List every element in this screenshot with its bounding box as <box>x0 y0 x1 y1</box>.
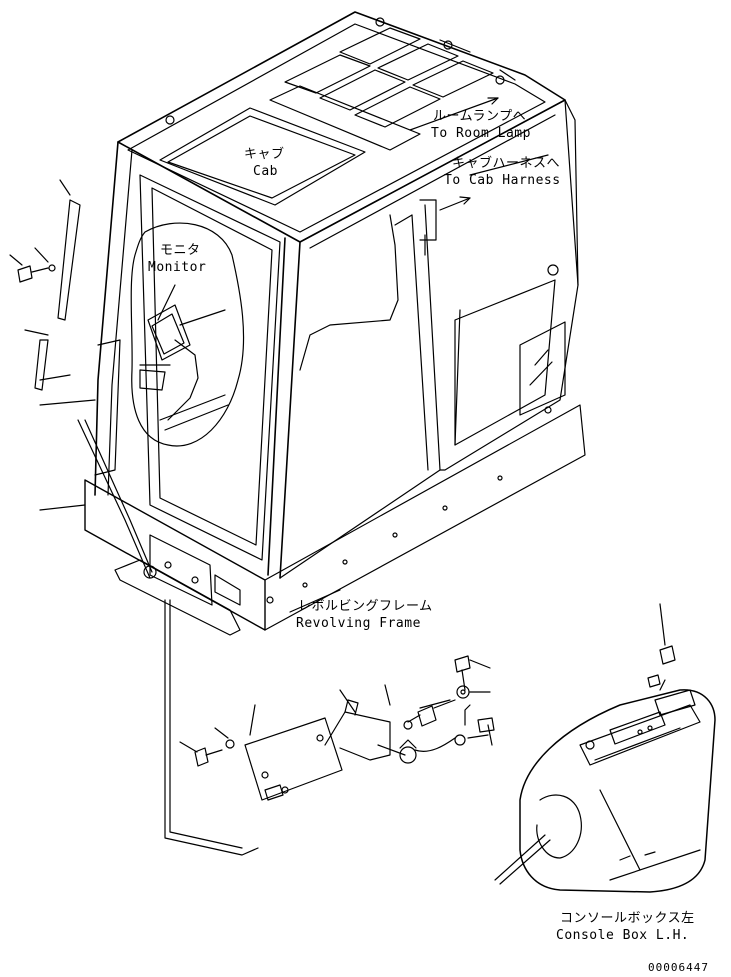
monitor-label-en: Monitor <box>148 260 207 275</box>
revolving-frame-label-en: Revolving Frame <box>296 616 421 631</box>
revolving-frame-shape <box>84 404 586 636</box>
harness-arrows <box>409 97 499 256</box>
console-box <box>494 603 716 893</box>
room-lamp-label-en: To Room Lamp <box>431 126 531 141</box>
bracket-detail <box>179 655 495 801</box>
harness-run <box>164 599 259 856</box>
wiper-assembly <box>9 179 157 579</box>
leader-revolving-frame <box>289 589 341 613</box>
cab-roof <box>117 11 566 243</box>
console-box-label-en: Console Box L.H. <box>556 928 690 943</box>
room-lamp-label-jp: ルームランプへ <box>433 109 527 124</box>
cab-harness-label-jp: キャブハーネスへ <box>452 156 561 171</box>
cab-harness-label-en: To Cab Harness <box>444 173 561 188</box>
revolving-frame-label-jp: レボルビングフレーム <box>298 599 433 614</box>
cab-label-jp: キャブ <box>244 147 285 162</box>
console-box-label-jp: コンソールボックス左 <box>560 911 695 926</box>
cab-label-en: Cab <box>253 164 278 179</box>
cab-body <box>94 99 579 579</box>
drawing-number: 00006447 <box>648 961 709 974</box>
monitor-detail <box>130 222 245 447</box>
monitor-label-jp: モニタ <box>160 243 201 258</box>
